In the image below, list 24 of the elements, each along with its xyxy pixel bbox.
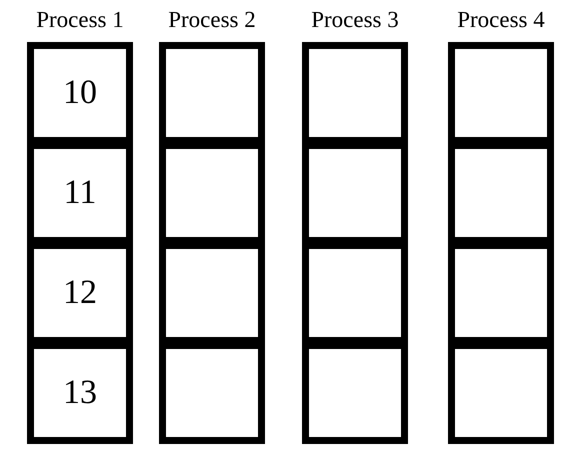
column-heading: Process 4 xyxy=(456,6,546,34)
empty-box xyxy=(302,342,408,444)
empty-box xyxy=(159,42,265,144)
empty-box xyxy=(448,142,554,244)
empty-box xyxy=(302,142,408,244)
column-heading: Process 3 xyxy=(310,6,400,34)
cell-number: 12 xyxy=(63,274,97,312)
cell-box xyxy=(27,242,133,344)
cell-number: 11 xyxy=(64,174,96,212)
cell-number: 13 xyxy=(63,374,97,412)
column-heading: Process 2 xyxy=(167,6,257,34)
empty-box xyxy=(448,42,554,144)
empty-box xyxy=(302,242,408,344)
empty-box xyxy=(302,42,408,144)
empty-box xyxy=(448,242,554,344)
empty-box xyxy=(159,242,265,344)
cell-box xyxy=(27,142,133,244)
cell-box xyxy=(27,342,133,444)
empty-box xyxy=(448,342,554,444)
cell-number: 10 xyxy=(63,74,97,112)
column-heading: Process 1 xyxy=(35,6,125,34)
empty-box xyxy=(159,142,265,244)
empty-box xyxy=(159,342,265,444)
cell-box xyxy=(27,42,133,144)
